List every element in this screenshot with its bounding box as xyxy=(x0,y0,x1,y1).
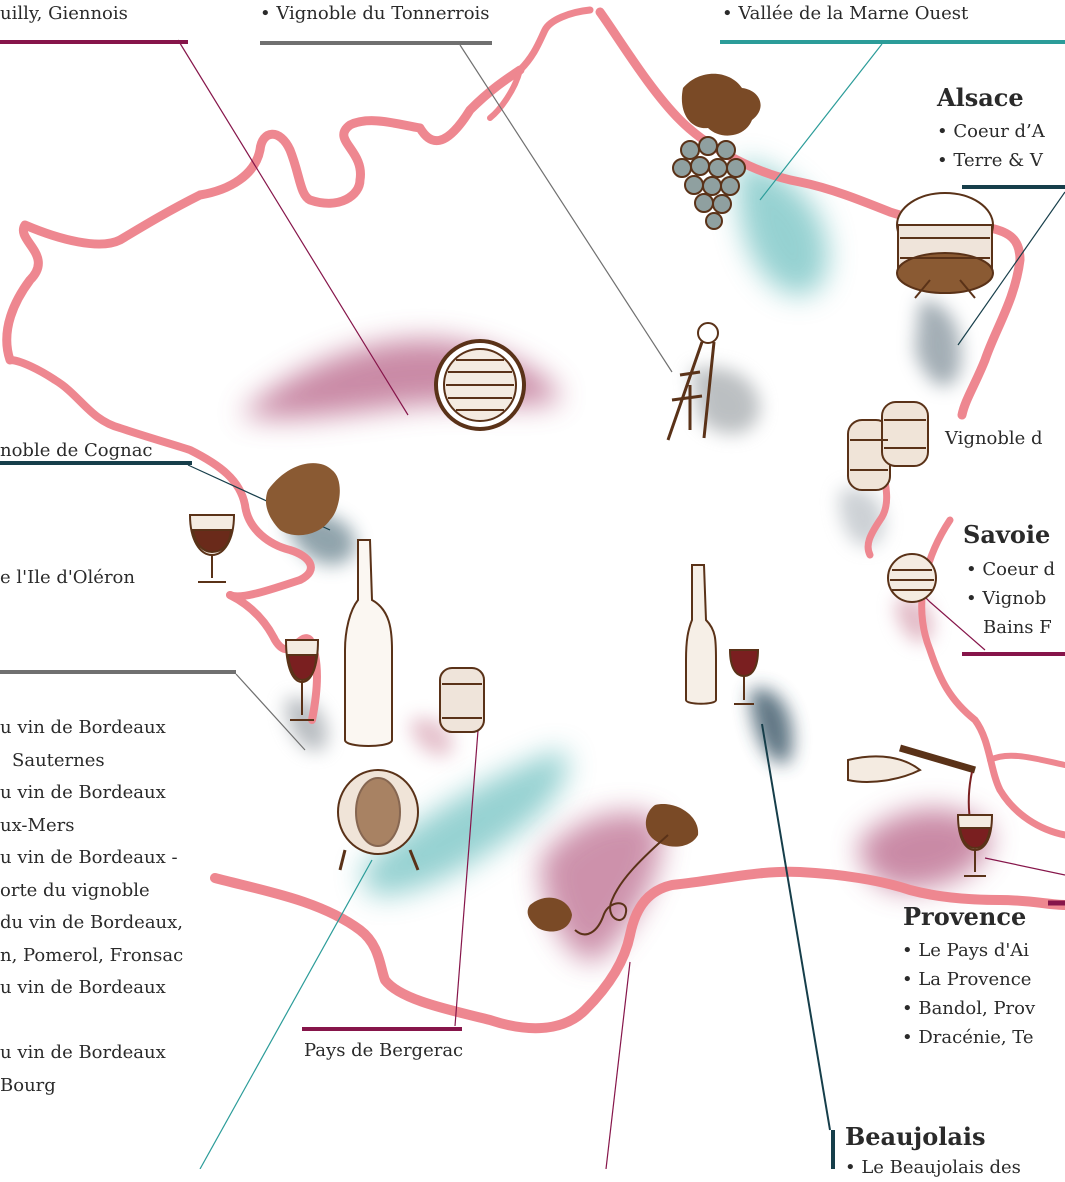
alsace-item: • Coeur d’A xyxy=(937,121,1045,142)
barrels-icon xyxy=(847,401,929,491)
leader-sudouest xyxy=(199,859,373,1169)
grape-cluster-icon xyxy=(672,73,761,230)
label-marne: • Vallée de la Marne Ouest xyxy=(722,3,969,24)
label-tonnerrois: • Vignoble du Tonnerrois xyxy=(260,3,490,24)
bordeaux-line: du vin de Bordeaux, xyxy=(0,912,184,933)
wine-bottle-icon xyxy=(344,539,393,747)
bordeaux-line: ux-Mers xyxy=(0,814,75,836)
region-patch-gironde xyxy=(285,698,328,751)
illustrations xyxy=(188,73,994,936)
label-centre-loire: uilly, Giennois xyxy=(0,3,128,24)
barrel-icon xyxy=(887,553,937,603)
leader-tl xyxy=(177,39,409,416)
provence-list: • Le Pays d'Ai • La Provence • Bandol, P… xyxy=(902,936,1035,1052)
provence-title: Provence xyxy=(903,902,1027,931)
beaujolais-title: Beaujolais xyxy=(845,1122,986,1151)
barrel-icon xyxy=(896,192,994,299)
bordeaux-line: Bourg xyxy=(0,1074,56,1096)
grape-leaf-icon xyxy=(265,463,340,536)
provence-item: • Dracénie, Te xyxy=(902,1027,1034,1048)
savoie-item: • Coeur d xyxy=(966,559,1056,580)
label-bergerac: Pays de Bergerac xyxy=(304,1040,464,1061)
provence-item: • La Provence xyxy=(902,969,1032,990)
alsace-item: • Terre & V xyxy=(937,150,1043,171)
region-patch-lorraine xyxy=(915,300,961,387)
bordeaux-line: u vin de Bordeaux xyxy=(0,782,166,803)
barrel-icon xyxy=(337,769,420,871)
corkscrew-icon xyxy=(666,322,719,441)
bordeaux-line: u vin de Bordeaux - xyxy=(0,847,178,868)
region-patch-champagne xyxy=(738,160,829,296)
region-patch-chablis xyxy=(690,367,760,434)
bordeaux-line: n, Pomerol, Fronsac xyxy=(0,944,184,966)
savoie-item: • Vignob xyxy=(966,588,1047,609)
wine-glass-icon xyxy=(188,514,236,583)
bordeaux-line xyxy=(0,1005,183,1038)
beaujolais-item: • Le Beaujolais des xyxy=(845,1157,1021,1178)
provence-item: • Le Pays d'Ai xyxy=(902,940,1030,961)
wine-glass-icon xyxy=(284,639,320,721)
alsace-title: Alsace xyxy=(937,83,1024,112)
label-vignoble-right: Vignoble d xyxy=(945,428,1043,449)
label-oleron: e l'Ile d'Oléron xyxy=(0,567,135,588)
leader-tonnerrois xyxy=(459,44,673,373)
grape-vine-icon xyxy=(527,804,699,936)
leader-languedoc xyxy=(605,961,631,1169)
leader-bordeaux xyxy=(235,673,306,751)
savoie-list: • Coeur d • Vignob Bains F xyxy=(966,555,1055,642)
savoie-title: Savoie xyxy=(963,520,1051,549)
bordeaux-list: u vin de Bordeaux Sauternes u vin de Bor… xyxy=(0,712,183,1102)
leader-provence xyxy=(984,857,1065,876)
bordeaux-line: orte du vignoble xyxy=(0,879,150,901)
region-patch-sudouest xyxy=(360,750,568,896)
label-cognac: noble de Cognac xyxy=(0,440,153,461)
alsace-list: • Coeur d’A • Terre & V xyxy=(937,117,1045,175)
wine-bottle-icon xyxy=(685,564,760,705)
region-patch-languedoc xyxy=(540,812,662,962)
bordeaux-line: u vin de Bordeaux xyxy=(0,1042,166,1063)
bordeaux-line: u vin de Bordeaux xyxy=(0,977,166,998)
beaujolais-list: • Le Beaujolais des xyxy=(845,1153,1021,1182)
leader-marne xyxy=(759,43,883,201)
provence-item: • Bandol, Prov xyxy=(902,998,1036,1019)
savoie-item: Bains F xyxy=(983,617,1052,638)
leader-bergerac xyxy=(454,704,481,1027)
pouring-hand-icon xyxy=(847,744,994,877)
leader-alsace xyxy=(957,191,1065,346)
leader-beaujolais xyxy=(761,723,831,1131)
region-patch-provence xyxy=(859,808,991,890)
region-patch-rhone xyxy=(750,688,793,764)
barrel-icon xyxy=(439,667,485,733)
barrel-icon xyxy=(434,339,526,431)
bordeaux-line: u vin de Bordeaux xyxy=(0,717,166,738)
bordeaux-line: Sauternes xyxy=(12,749,105,771)
